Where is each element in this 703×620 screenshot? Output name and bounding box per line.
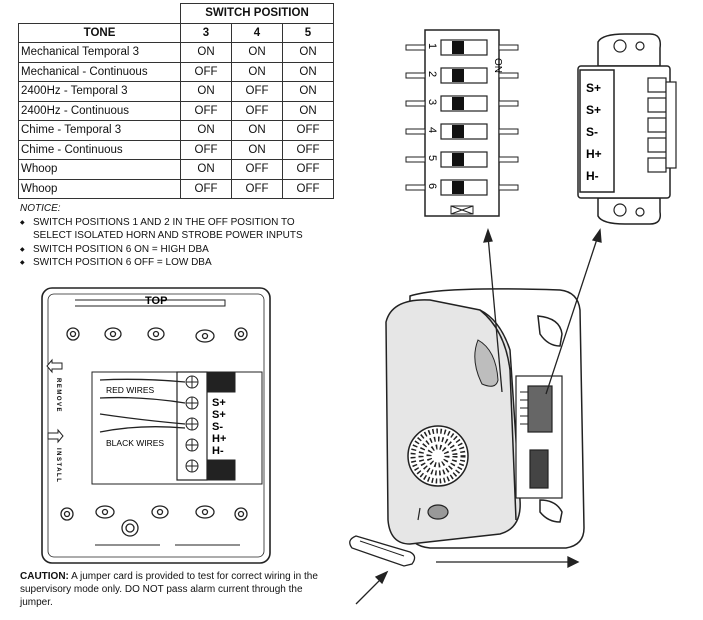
switch-value-cell: ON <box>231 42 283 63</box>
mount-slot <box>195 329 215 343</box>
mount-slot <box>234 327 248 341</box>
tone-switch-table: SWITCH POSITION TONE 3 4 5 Mechanical Te… <box>18 3 334 199</box>
tone-cell: Mechanical Temporal 3 <box>18 42 181 63</box>
mount-slot <box>147 327 165 341</box>
switch-value-cell: ON <box>180 120 232 141</box>
notice-item: SWITCH POSITIONS 1 AND 2 IN THE OFF POSI… <box>20 216 328 243</box>
black-wires <box>99 413 186 433</box>
terminal-block <box>176 371 236 481</box>
terminal-label: S+ <box>212 397 226 409</box>
top-label: TOP <box>145 295 167 307</box>
switch-value-cell: OFF <box>282 178 334 199</box>
notice-title: NOTICE: <box>20 203 61 214</box>
terminal-label: S- <box>212 421 223 433</box>
mount-slot <box>95 505 115 519</box>
switch-value-cell: ON <box>231 139 283 160</box>
remove-label: REMOVE <box>55 378 61 413</box>
terminal-label: S+ <box>212 409 226 421</box>
tone-cell: Chime - Temporal 3 <box>18 120 181 141</box>
mount-slot <box>104 327 122 341</box>
notice-list: SWITCH POSITIONS 1 AND 2 IN THE OFF POSI… <box>20 216 328 270</box>
switch-value-cell: OFF <box>180 178 232 199</box>
switch-value-cell: ON <box>282 100 334 121</box>
caution-text: A jumper card is provided to test for co… <box>20 571 318 608</box>
black-wires-label: BLACK WIRES <box>106 438 164 448</box>
terminal-label: H+ <box>212 433 226 445</box>
tone-cell: 2400Hz - Continuous <box>18 100 181 121</box>
caution-label: CAUTION: <box>20 571 69 582</box>
switch-value-cell: ON <box>282 61 334 82</box>
switch-value-cell: ON <box>180 159 232 180</box>
switch-value-cell: OFF <box>231 81 283 102</box>
notice-item: SWITCH POSITION 6 ON = HIGH DBA <box>20 243 328 256</box>
red-wires <box>99 378 186 404</box>
notice-item: SWITCH POSITION 6 OFF = LOW DBA <box>20 256 328 270</box>
switch-value-cell: OFF <box>282 120 334 141</box>
mount-slot <box>195 505 215 519</box>
tone-cell: Whoop <box>18 178 181 199</box>
terminal-label: H- <box>212 445 224 457</box>
install-label: INSTALL <box>55 448 61 483</box>
notice-block: NOTICE: SWITCH POSITIONS 1 AND 2 IN THE … <box>20 202 328 270</box>
mount-slot <box>234 507 248 521</box>
caution-note: CAUTION: A jumper card is provided to te… <box>20 570 320 609</box>
mount-slot <box>66 327 80 341</box>
red-wires-label: RED WIRES <box>106 385 155 395</box>
mount-screw <box>121 519 139 537</box>
mount-slot <box>151 505 169 519</box>
remove-arrow-icon <box>46 358 63 374</box>
switch-value-cell: OFF <box>231 178 283 199</box>
switch-value-cell: OFF <box>180 139 232 160</box>
install-arrow-icon <box>47 428 64 444</box>
mount-slot <box>60 507 74 521</box>
